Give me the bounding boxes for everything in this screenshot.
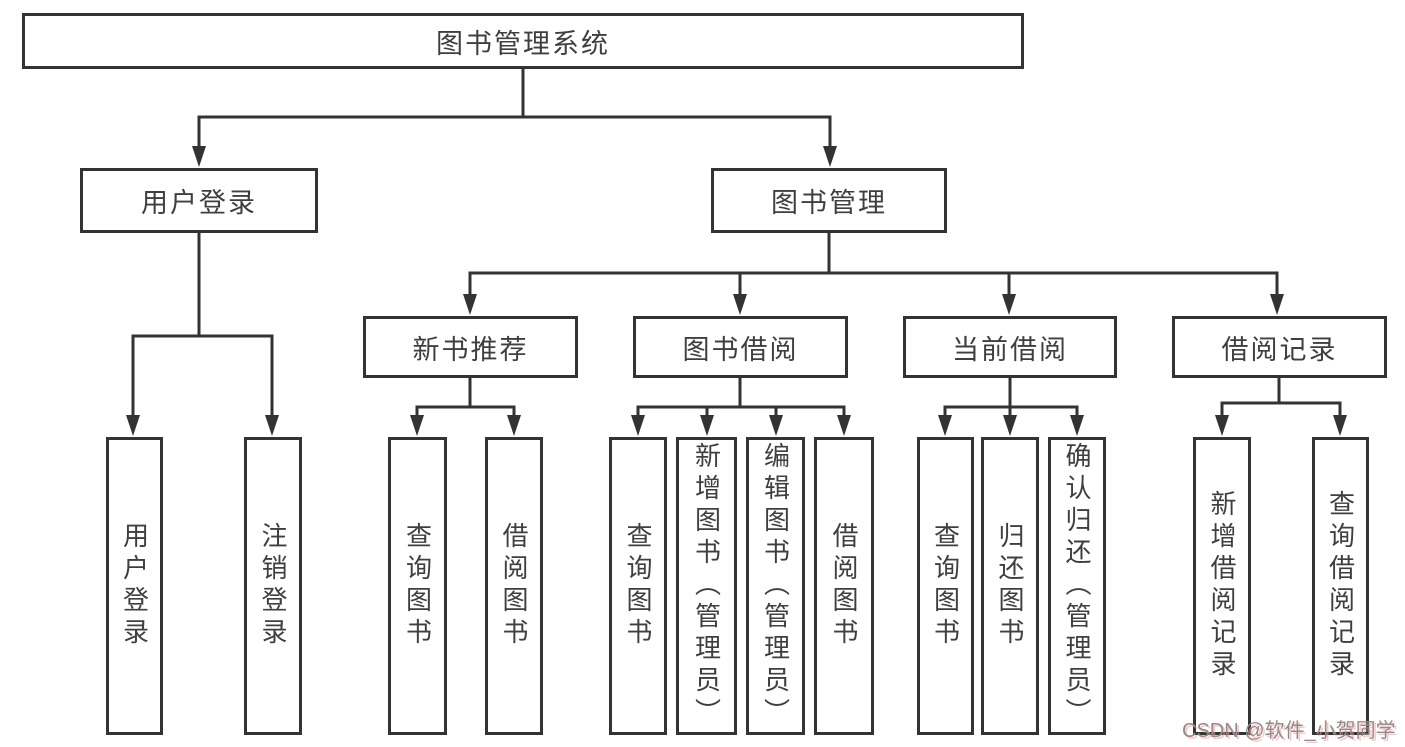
node-system-root: 图书管理系统 bbox=[22, 13, 1024, 69]
leaf-current-return-books: 归还图书 bbox=[981, 437, 1039, 735]
leaf-borrow-query-books: 查询图书 bbox=[609, 437, 667, 735]
connector-bookmgmt-to-level3 bbox=[468, 233, 1279, 298]
leaf-current-query-books: 查询图书 bbox=[917, 437, 974, 735]
connector-userlogin-to-leaves bbox=[131, 233, 274, 420]
connector-root-to-level2 bbox=[197, 69, 832, 150]
connector-edge bbox=[197, 115, 832, 150]
node-book-management: 图书管理 bbox=[711, 168, 947, 233]
connector-newrec-to-leaves bbox=[415, 378, 516, 422]
arrowhead bbox=[1333, 415, 1347, 436]
leaf-current-confirm-return-admin: 确认归还（管理员） bbox=[1048, 437, 1106, 735]
csdn-watermark: CSDN @软件_小贺同学 bbox=[1182, 720, 1396, 742]
connector-edge bbox=[131, 334, 274, 420]
leaf-newrec-query-books: 查询图书 bbox=[388, 437, 447, 735]
arrowhead bbox=[631, 415, 645, 436]
arrowhead bbox=[1270, 294, 1284, 315]
leaf-records-add-record: 新增借阅记录 bbox=[1193, 437, 1251, 735]
arrowhead bbox=[1215, 415, 1229, 436]
arrowhead bbox=[126, 415, 140, 436]
arrowhead bbox=[1002, 294, 1016, 315]
leaf-borrow-borrow-books: 借阅图书 bbox=[814, 437, 874, 735]
connector-edge bbox=[415, 405, 516, 422]
node-borrow-records: 借阅记录 bbox=[1172, 316, 1387, 378]
arrowhead bbox=[507, 415, 521, 436]
leaf-newrec-borrow-books: 借阅图书 bbox=[485, 437, 543, 735]
connector-records-to-leaves bbox=[1220, 378, 1342, 422]
leaf-user-login: 用户登录 bbox=[106, 437, 163, 735]
connector-edge bbox=[1220, 401, 1342, 422]
arrowhead bbox=[1003, 415, 1017, 436]
node-new-book-recommend: 新书推荐 bbox=[363, 316, 578, 378]
arrowhead bbox=[700, 415, 714, 436]
arrowhead bbox=[410, 415, 424, 436]
leaf-borrow-add-books-admin: 新增图书（管理员） bbox=[676, 437, 737, 735]
arrowhead bbox=[192, 146, 206, 167]
arrowheads bbox=[126, 146, 1347, 436]
node-user-login: 用户登录 bbox=[80, 168, 318, 233]
arrowhead bbox=[938, 415, 952, 436]
arrowhead bbox=[733, 294, 747, 315]
node-current-borrow: 当前借阅 bbox=[903, 316, 1117, 378]
arrowhead bbox=[823, 146, 837, 167]
connector-bookborrow-to-leaves bbox=[636, 378, 846, 422]
connector-edge bbox=[636, 405, 846, 422]
arrowhead bbox=[837, 415, 851, 436]
connector-edge bbox=[468, 271, 1279, 298]
arrowhead bbox=[265, 415, 279, 436]
node-book-borrow: 图书借阅 bbox=[633, 316, 848, 378]
arrowhead bbox=[769, 415, 783, 436]
leaf-borrow-edit-books-admin: 编辑图书（管理员） bbox=[746, 437, 805, 735]
leaf-records-query-record: 查询借阅记录 bbox=[1312, 437, 1369, 735]
arrowhead bbox=[463, 294, 477, 315]
leaf-logout: 注销登录 bbox=[244, 437, 302, 735]
arrowhead bbox=[1070, 415, 1084, 436]
